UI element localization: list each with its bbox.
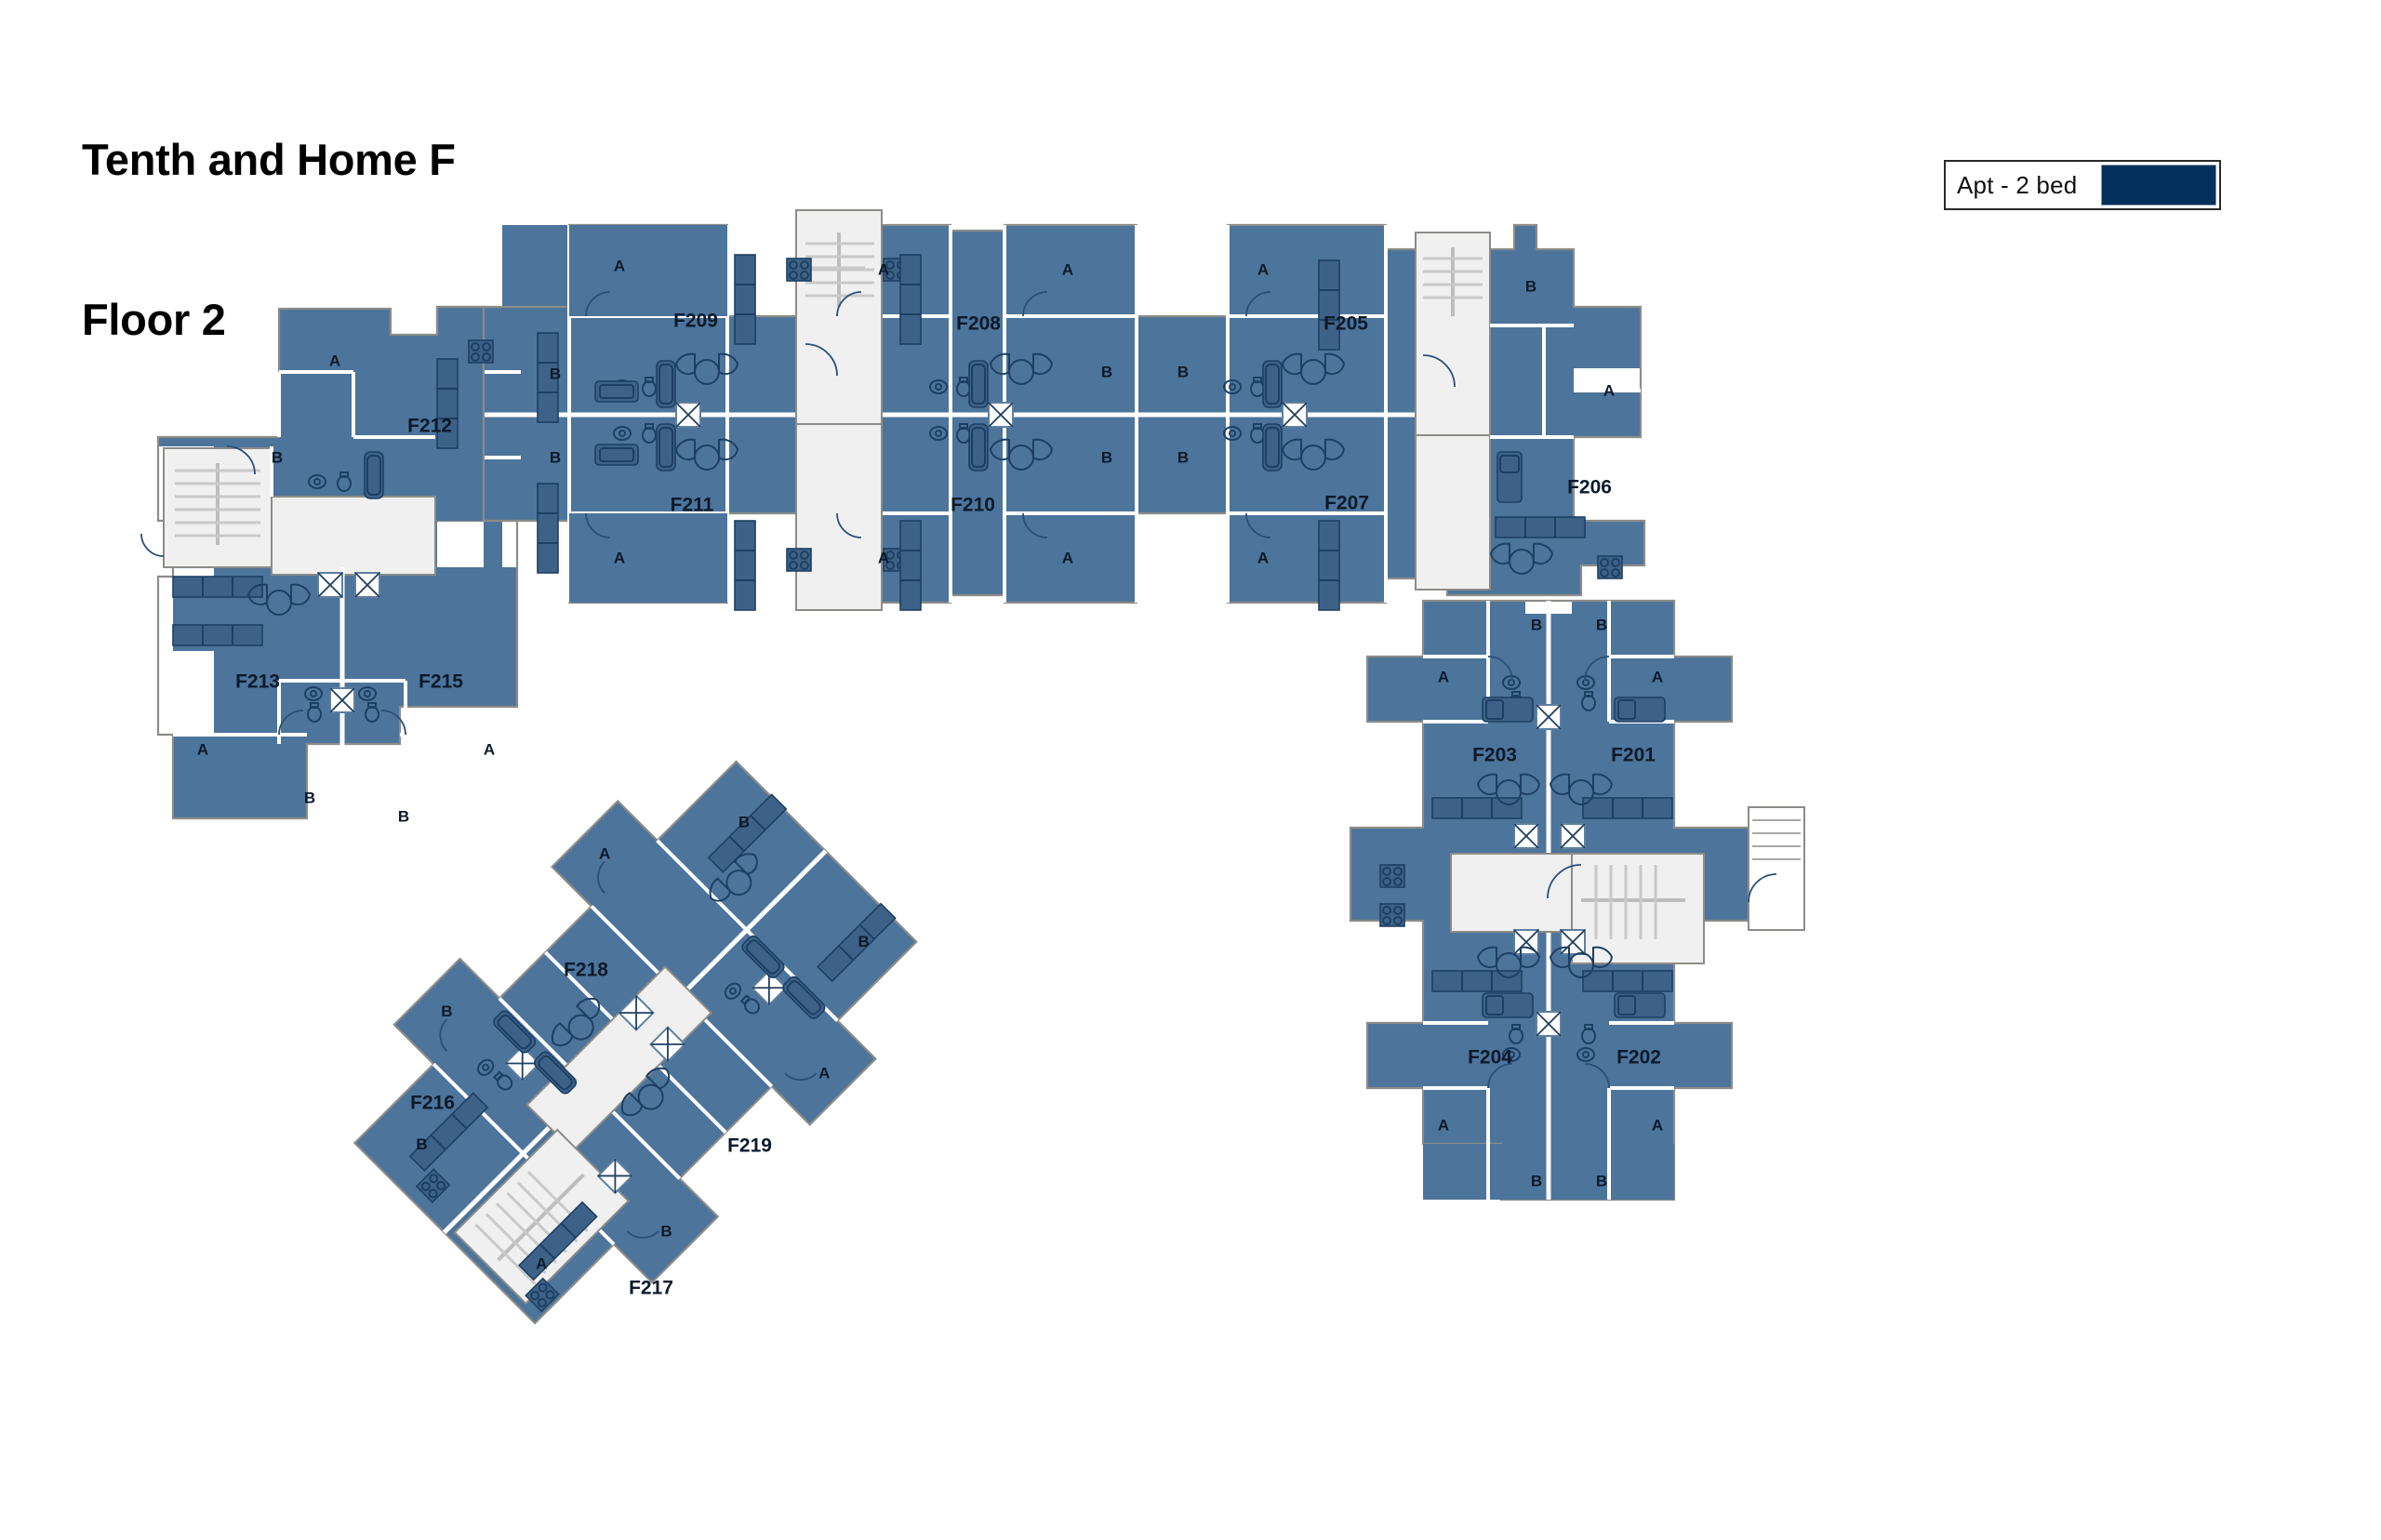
stair-flight-east [1581,865,1685,939]
unit-label-f201: F201 [1611,745,1656,766]
room-tag-b: B [738,814,750,831]
wing-west: A B F212 [140,305,519,826]
room-tag-a: A [599,844,610,862]
unit-label-f206: F206 [1567,477,1612,498]
page-title: Tenth and Home F Floor 2 [82,26,456,453]
room-tag-a: A [1652,1117,1663,1135]
stair-flight-northwest [175,463,260,545]
stair-flight-north [805,232,874,307]
room-tag-b: B [1525,278,1536,296]
north-door-swings [585,291,1271,538]
legend-swatch-apt-2-bed [2101,165,2216,206]
unit-label-f210: F210 [951,495,995,516]
stair-flight-northeast [1423,247,1483,316]
room-tag-b: B [398,808,409,826]
unit-label-f219: F219 [727,1135,772,1157]
room-tag-b: B [1177,364,1189,381]
room-tag-b: B [858,933,870,950]
unit-label-f205: F205 [1324,313,1368,335]
wing-north: A A B B A A B B B B A A A A F209 F211 F2… [435,209,1449,611]
f212-interior-walls [270,370,435,497]
room-tag-b: B [304,790,315,807]
room-tag-b: B [1101,364,1112,381]
room-tag-a: A [614,550,625,567]
room-tag-a: A [1438,669,1449,686]
unit-label-f208: F208 [956,313,1001,335]
room-tag-a: A [1438,1117,1449,1135]
unit-label-f202: F202 [1616,1047,1661,1069]
room-tag-a: A [1062,550,1073,567]
room-tag-b: B [416,1135,427,1153]
legend: Apt - 2 bed [1944,160,2221,210]
room-tag-a: A [614,258,625,275]
room-tag-b: B [550,449,561,467]
stair-core-southwest [453,965,713,1306]
southwest-unit-labels: F218 F216 F219 F217 [410,960,772,1299]
southwest-door-swings [439,860,818,1239]
wing-east: B B A A A A B B F203 F201 F204 F202 [1349,599,1805,1201]
room-tag-a: A [536,1255,547,1273]
room-tag-b: B [550,365,561,383]
unit-label-f215: F215 [419,671,463,693]
room-tag-a: A [197,741,208,759]
unit-label-f216: F216 [410,1093,455,1114]
room-tag-b: B [441,1002,452,1020]
unit-label-f209: F209 [673,311,718,332]
unit-label-f211: F211 [671,495,714,516]
east-door-swings [1487,656,1610,1089]
title-floor: Floor 2 [82,294,226,344]
wing-northeast: B A F206 [1415,223,1646,597]
f206-outline [1445,223,1646,597]
room-tag-a: A [1257,550,1269,567]
room-tag-a: A [1257,261,1269,279]
room-tag-a: A [878,550,889,567]
room-tag-a: A [818,1065,830,1082]
room-tag-a: A [1062,261,1073,279]
west-door-swings [226,445,406,736]
stair-core-northeast [1415,232,1491,591]
southwest-wing-outline [352,760,918,1325]
unit-label-f218: F218 [564,960,608,981]
room-tag-b: B [1101,449,1112,467]
f209-f211-west-rooms [569,225,727,603]
room-tag-b: B [1531,617,1542,634]
unit-label-f207: F207 [1324,493,1369,514]
room-tag-b: B [660,1222,672,1240]
room-tag-a: A [1652,669,1663,686]
room-tag-a: A [484,741,495,759]
unit-label-f213: F213 [235,671,280,693]
unit-label-f204: F204 [1468,1047,1512,1069]
stair-core-north [795,209,883,611]
exterior-stair-east [1748,806,1805,931]
room-tag-b: B [1177,449,1189,467]
unit-label-f217: F217 [629,1278,673,1299]
room-tag-a: A [1603,382,1615,400]
wing-southwest: B A B A B A B B [352,760,918,1325]
title-building: Tenth and Home F [82,134,456,184]
legend-label: Apt - 2 bed [1957,170,2078,199]
room-tag-b: B [1596,1173,1607,1190]
room-tag-a: A [329,352,340,370]
room-tag-a: A [878,261,889,279]
room-tag-b: B [1531,1173,1542,1190]
room-tag-b: B [1596,617,1607,634]
f206-interior-walls [1490,324,1641,439]
unit-label-f203: F203 [1472,745,1517,766]
room-tag-b: B [272,449,283,467]
unit-label-f212: F212 [407,416,452,437]
